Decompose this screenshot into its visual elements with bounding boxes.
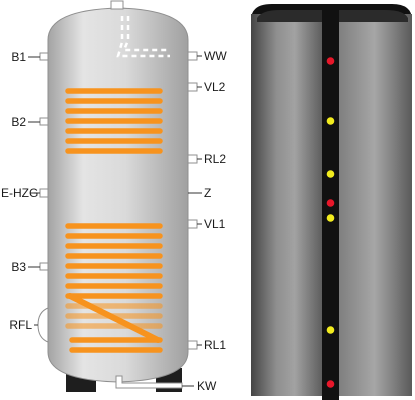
b2-stub <box>39 117 49 126</box>
label-rl1: RL1 <box>204 338 226 352</box>
sensor-dot-red <box>326 380 335 388</box>
sensor-dot-red <box>326 57 335 65</box>
vl2-stub <box>187 82 198 92</box>
label-vl1: VL1 <box>204 217 226 231</box>
sensor-dot-yellow <box>326 326 335 334</box>
label-ehzg: E-HZG <box>1 186 38 200</box>
leader-lines <box>28 55 202 387</box>
sectional-tank: B1 B2 E-HZG B3 RFL WW VL2 RL2 Z VL1 RL1 … <box>1 0 227 393</box>
b1-stub <box>39 52 49 61</box>
sensor-dot-yellow <box>326 117 335 125</box>
ehzg-stub <box>39 188 49 198</box>
jacket-right-panel <box>337 14 412 396</box>
vl1-stub <box>187 219 198 229</box>
rl2-stub <box>187 154 198 164</box>
rl1-stub <box>187 340 198 350</box>
rfl-flange <box>37 307 49 343</box>
label-kw: KW <box>197 379 217 393</box>
label-z: Z <box>204 186 211 200</box>
top-connection-stub <box>110 0 124 10</box>
sensor-dot-red <box>326 199 335 207</box>
ww-internal-pipe <box>116 16 170 58</box>
label-b3: B3 <box>11 260 26 274</box>
sensor-dot-yellow <box>326 170 335 178</box>
kw-pipe <box>115 375 183 389</box>
label-rl2: RL2 <box>204 152 226 166</box>
lower-heat-exchanger-coil <box>65 223 163 353</box>
insulated-tank <box>251 4 412 400</box>
label-ww: WW <box>204 49 227 63</box>
sensor-dot-yellow <box>326 214 335 222</box>
label-rfl: RFL <box>9 318 32 332</box>
ww-stub <box>187 51 198 61</box>
label-vl2: VL2 <box>204 80 226 94</box>
label-b1: B1 <box>11 50 26 64</box>
sensor-dots <box>326 57 335 388</box>
upper-heat-exchanger-coil <box>65 88 163 154</box>
b3-stub <box>39 262 49 271</box>
jacket-left-panel <box>251 14 324 396</box>
label-b2: B2 <box>11 115 26 129</box>
